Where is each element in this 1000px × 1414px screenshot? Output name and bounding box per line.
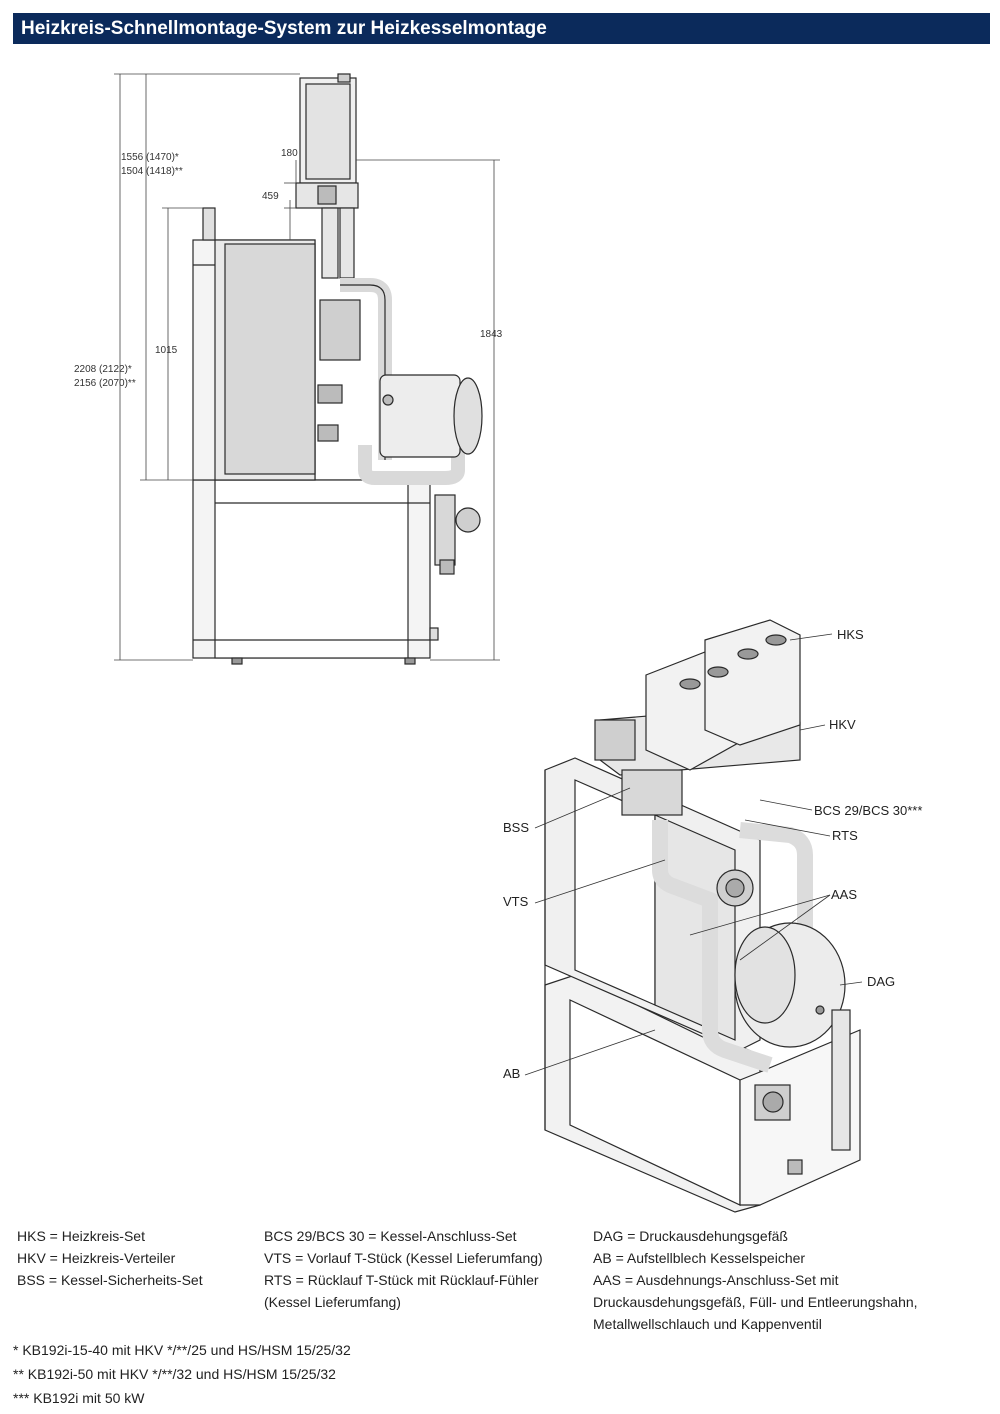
label-dag: DAG xyxy=(867,974,895,989)
leader-lines xyxy=(524,633,863,1076)
side-view-boiler xyxy=(192,73,483,665)
label-vts: VTS xyxy=(503,894,529,909)
label-ab: AB xyxy=(503,1066,520,1081)
dim-1504: 1504 (1418)** xyxy=(121,166,183,177)
footnote: * KB192i-15-40 mit HKV */**/25 und HS/HS… xyxy=(13,1342,351,1358)
legend-column-2: BCS 29/BCS 30 = Kessel-Anschluss-Set VTS… xyxy=(264,1225,543,1313)
label-hkv: HKV xyxy=(829,717,856,732)
dimension-labels: 1556 (1470)* 1504 (1418)** 180 459 1015 … xyxy=(74,148,503,389)
legend-item: AAS = Ausdehnungs-Anschluss-Set mit xyxy=(593,1272,839,1288)
label-bcs: BCS 29/BCS 30*** xyxy=(814,803,922,818)
dim-1556: 1556 (1470)* xyxy=(121,152,179,163)
legend-column-1: HKS = Heizkreis-Set HKV = Heizkreis-Vert… xyxy=(17,1225,203,1291)
dim-1015: 1015 xyxy=(155,345,178,356)
label-bss: BSS xyxy=(503,820,529,835)
legend-item: RTS = Rücklauf T-Stück mit Rücklauf-Fühl… xyxy=(264,1272,539,1288)
iso-view-boiler xyxy=(544,619,861,1213)
legend-item: Metallwellschlauch und Kappenventil xyxy=(593,1316,822,1332)
footnote: ** KB192i-50 mit HKV */**/32 und HS/HSM … xyxy=(13,1366,336,1382)
dim-2208: 2208 (2122)* xyxy=(74,364,132,375)
legend-item: DAG = Druckausdehungsgefäß xyxy=(593,1228,788,1244)
label-rts: RTS xyxy=(832,828,858,843)
footnotes: * KB192i-15-40 mit HKV */**/25 und HS/HS… xyxy=(13,1338,351,1410)
legend-item: Druckausdehungsgefäß, Füll- und Entleeru… xyxy=(593,1294,918,1310)
component-labels: HKS HKV BCS 29/BCS 30*** RTS BSS VTS AAS… xyxy=(503,627,922,1081)
label-hks: HKS xyxy=(837,627,864,642)
dim-180: 180 xyxy=(281,148,298,159)
legend-item: BCS 29/BCS 30 = Kessel-Anschluss-Set xyxy=(264,1228,517,1244)
legend-item: BSS = Kessel-Sicherheits-Set xyxy=(17,1272,203,1288)
dim-1843: 1843 xyxy=(480,329,503,340)
dim-459: 459 xyxy=(262,191,279,202)
legend-item: HKV = Heizkreis-Verteiler xyxy=(17,1250,176,1266)
legend-item: HKS = Heizkreis-Set xyxy=(17,1228,145,1244)
legend-item: (Kessel Lieferumfang) xyxy=(264,1294,401,1310)
legend-item: AB = Aufstellblech Kesselspeicher xyxy=(593,1250,806,1266)
dim-2156: 2156 (2070)** xyxy=(74,378,136,389)
label-aas: AAS xyxy=(831,887,857,902)
page-title: Heizkreis-Schnellmontage-System zur Heiz… xyxy=(13,13,990,44)
footnote: *** KB192i mit 50 kW xyxy=(13,1390,145,1406)
legend-column-3: DAG = Druckausdehungsgefäß AB = Aufstell… xyxy=(593,1225,918,1335)
legend-item: VTS = Vorlauf T-Stück (Kessel Lieferumfa… xyxy=(264,1250,543,1266)
dimension-lines xyxy=(114,73,500,661)
